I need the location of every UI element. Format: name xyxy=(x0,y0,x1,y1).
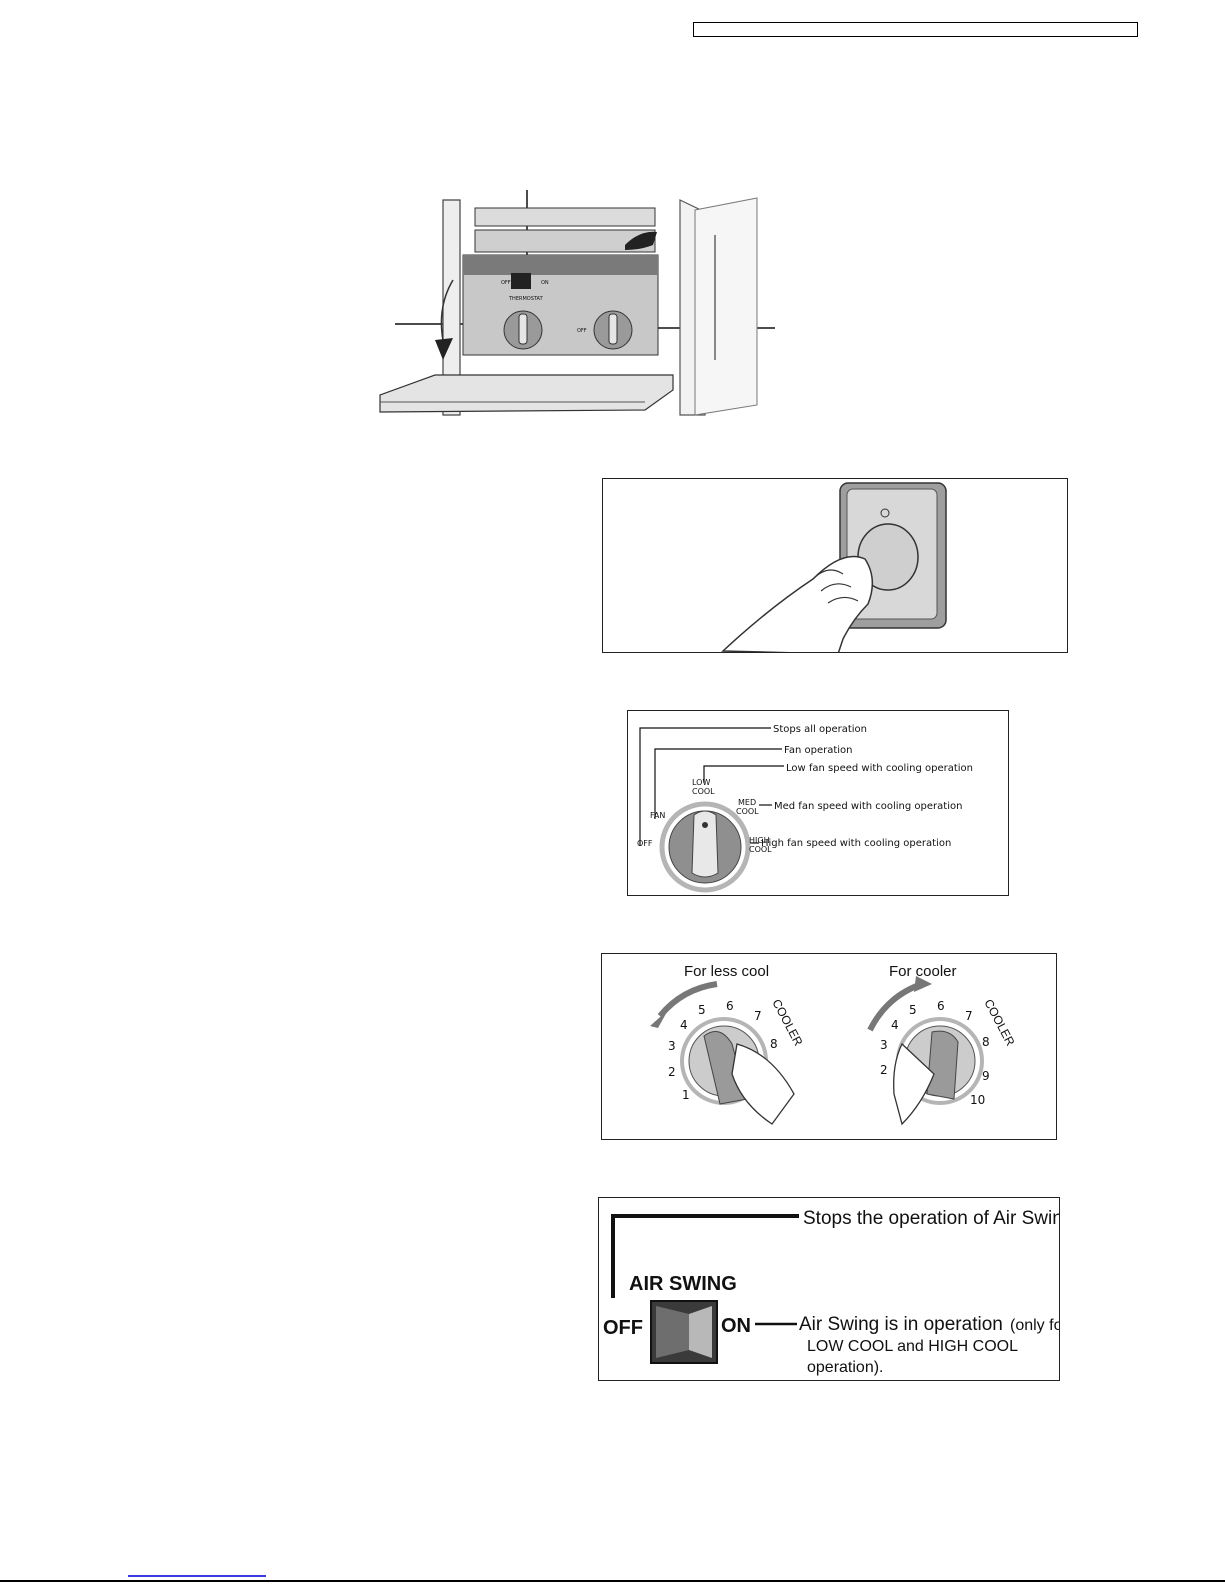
footer-link-underline[interactable] xyxy=(128,1575,266,1577)
right-num-8: 8 xyxy=(982,1035,990,1049)
right-num-9: 9 xyxy=(982,1069,990,1083)
airswing-op-text: Air Swing is in operation xyxy=(799,1314,1003,1335)
right-num-10: 10 xyxy=(970,1093,985,1107)
right-num-6: 6 xyxy=(937,999,945,1013)
pos-med-2: COOL xyxy=(736,807,759,816)
pos-high-2: COOL xyxy=(749,845,772,854)
left-num-2: 2 xyxy=(668,1065,676,1079)
pos-low-2: COOL xyxy=(692,787,715,796)
pos-high-1: HIGH xyxy=(749,836,770,845)
pos-med-1: MED xyxy=(738,798,756,807)
mode-selector-diagram: Stops all operation Fan operation Low fa… xyxy=(627,710,1009,896)
right-num-4: 4 xyxy=(891,1018,899,1032)
left-num-7: 7 xyxy=(754,1009,762,1023)
right-num-7: 7 xyxy=(965,1009,973,1023)
right-num-5: 5 xyxy=(909,1003,917,1017)
left-num-4: 4 xyxy=(680,1018,688,1032)
callout-high-cool: High fan speed with cooling operation xyxy=(761,838,951,849)
left-num-6: 6 xyxy=(726,999,734,1013)
caption-cooler: For cooler xyxy=(889,963,957,980)
pos-fan: FAN xyxy=(650,811,665,820)
panel-switch-on: ON xyxy=(541,280,549,286)
footer-rule xyxy=(0,1580,1225,1582)
panel-switch-off: OFF xyxy=(501,280,511,286)
panel-knob-off: OFF xyxy=(577,328,587,334)
callout-stops-all: Stops all operation xyxy=(773,724,867,735)
airswing-diagram: Stops the operation of Air Swing. AIR SW… xyxy=(598,1197,1060,1381)
hand-knob-illustration xyxy=(602,478,1068,653)
caption-less-cool: For less cool xyxy=(684,963,769,980)
left-num-1: 1 xyxy=(682,1088,690,1102)
airswing-stop-text: Stops the operation of Air Swing. xyxy=(803,1208,1060,1229)
header-box xyxy=(693,22,1138,37)
airswing-note-3: operation). xyxy=(807,1359,884,1376)
airswing-title: AIR SWING xyxy=(629,1273,737,1295)
callout-med-cool: Med fan speed with cooling operation xyxy=(774,801,962,812)
left-num-5: 5 xyxy=(698,1003,706,1017)
airswing-note-2: LOW COOL and HIGH COOL xyxy=(807,1338,1018,1355)
thermostat-diagram: For less cool For cooler 1 2 3 4 5 6 7 8… xyxy=(601,953,1057,1140)
callout-fan-operation: Fan operation xyxy=(784,745,853,756)
pos-off: OFF xyxy=(637,839,653,848)
panel-thermostat-label: THERMOSTAT xyxy=(508,296,544,302)
airswing-note-1: (only for xyxy=(1010,1317,1060,1334)
callout-low-cool: Low fan speed with cooling operation xyxy=(786,763,973,774)
right-num-2: 2 xyxy=(880,1063,888,1077)
left-num-3: 3 xyxy=(668,1039,676,1053)
airswing-off-label: OFF xyxy=(603,1317,643,1339)
unit-control-panel-illustration: OFF ON THERMOSTAT OFF xyxy=(375,190,785,420)
right-num-3: 3 xyxy=(880,1038,888,1052)
left-num-8: 8 xyxy=(770,1037,778,1051)
airswing-on-label: ON xyxy=(721,1315,751,1337)
pos-low-1: LOW xyxy=(692,778,710,787)
